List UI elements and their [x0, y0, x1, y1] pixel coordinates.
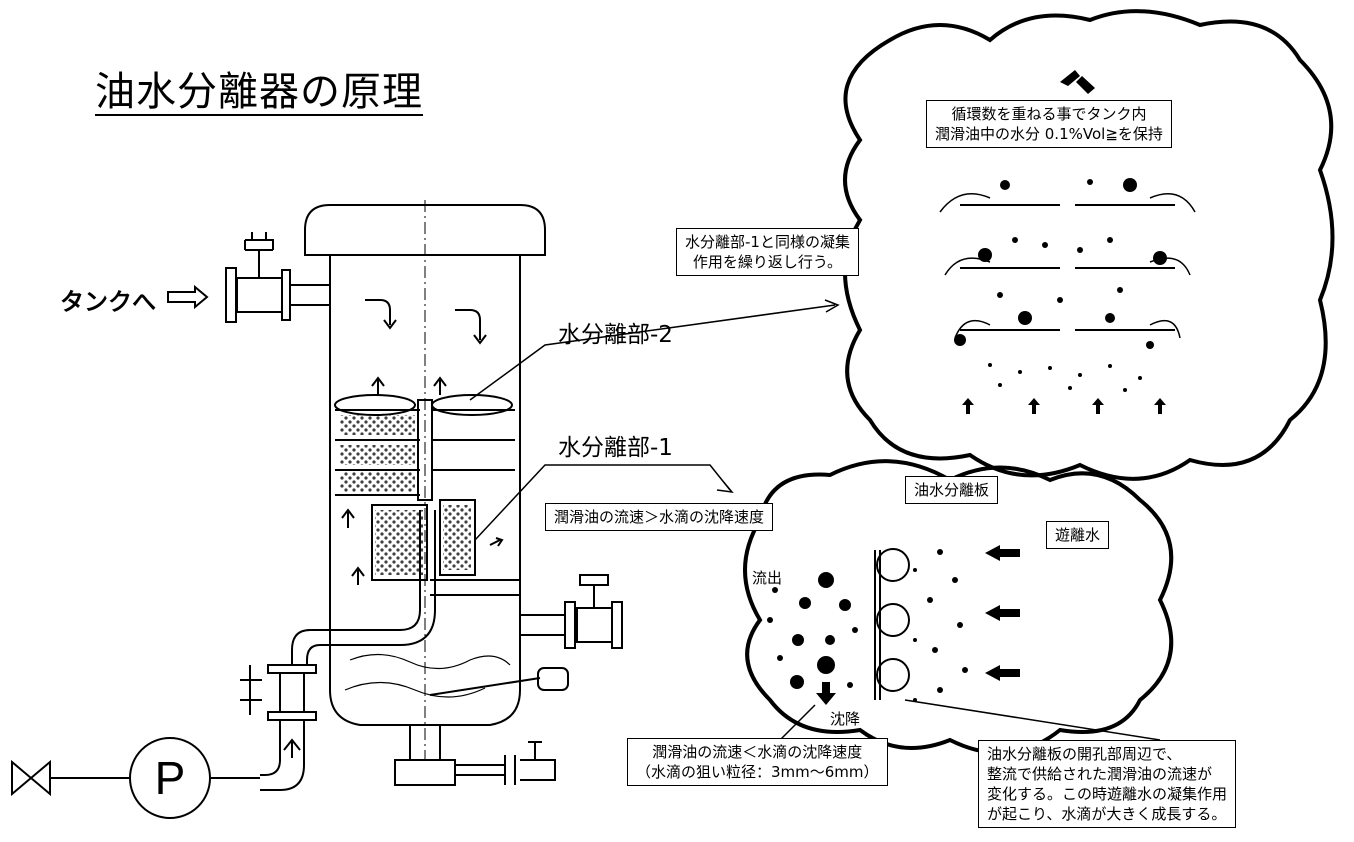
upper-curve-arrows	[939, 193, 1196, 339]
upper-up-arrow-2	[1028, 398, 1040, 414]
section-media	[340, 415, 471, 575]
free-water-arrow-2	[985, 605, 1020, 621]
upper-droplets	[954, 178, 1167, 392]
upper-cloud-note-box: 循環数を重ねる事でタンク内 潤滑油中の水分 0.1%Vol≧を保持	[926, 100, 1172, 148]
note-box: 油水分離板の開孔部周辺で、 整流で供給された潤滑油の流速が 変化する。この時遊離…	[978, 740, 1237, 828]
free-water-arrow-3	[985, 665, 1020, 681]
leader-note	[904, 699, 1161, 741]
left-drain-valve	[240, 665, 262, 715]
inlet-pipe	[291, 510, 436, 665]
bottom-nozzle	[394, 725, 456, 786]
up-arrow-2	[433, 376, 447, 395]
section1-label: 水分離部-1	[558, 435, 673, 461]
up-arrow-3	[341, 508, 355, 528]
section1-floor	[430, 579, 520, 596]
to-tank-arrow	[167, 284, 209, 310]
vessel-shell	[329, 255, 521, 726]
up-arrow-1	[371, 376, 385, 395]
float-body	[537, 667, 569, 691]
lower-droplets	[767, 549, 968, 702]
outlet-valve-body	[236, 277, 283, 313]
inlet-flange-upper	[267, 664, 317, 674]
repeat-note-box: 水分離部-1と同様の凝集 作用を繰り返し行う。	[676, 228, 859, 276]
side-outlet-pipe	[520, 614, 565, 636]
inlet-flange-lower	[267, 711, 317, 721]
internal-arrow-right	[455, 309, 487, 345]
to-tank-label: タンクへ	[60, 288, 156, 316]
settle-label: 沈降	[830, 710, 861, 728]
internal-arrow-left	[365, 299, 397, 330]
upper-up-arrow-1	[962, 398, 974, 414]
outlet-flange-right	[281, 269, 291, 321]
pump-label: P	[155, 752, 186, 804]
cloud-top-symbol-icon	[1060, 70, 1095, 94]
leader-section2	[469, 299, 840, 401]
vessel-top-cap	[304, 204, 546, 256]
bottom-drain	[455, 741, 556, 785]
inlet-up-arrow	[283, 738, 301, 758]
liquid-swirl	[344, 653, 511, 698]
flow-fast-box: 潤滑油の流速＞水滴の沈降速度	[545, 503, 774, 531]
page-title: 油水分離器の原理	[95, 69, 423, 116]
outflow-label: 流出	[752, 569, 783, 587]
settle-arrow	[816, 682, 836, 705]
flow-slow-box: 潤滑油の流速＜水滴の沈降速度 （水滴の狙い粒径：3mm～6mm）	[627, 738, 888, 786]
up-arrow-5	[489, 537, 504, 547]
outlet-flange-left	[225, 267, 237, 323]
inlet-elbow	[260, 720, 305, 791]
section1-right-block	[439, 499, 476, 576]
float-rod	[429, 677, 541, 696]
up-arrow-4	[351, 566, 365, 585]
inlet-valve-icon	[11, 759, 51, 797]
pump-circle	[129, 737, 211, 819]
free-water-label-box: 遊離水	[1046, 521, 1110, 549]
center-tube	[417, 399, 433, 501]
section2-stack	[335, 409, 515, 496]
outlet-pipe	[290, 284, 330, 306]
upper-up-arrow-3	[1092, 398, 1104, 414]
free-water-arrow-1	[985, 545, 1020, 561]
upper-cloud	[843, 9, 1335, 481]
section2-label: 水分離部-2	[558, 322, 673, 348]
upper-up-arrow-4	[1154, 398, 1166, 414]
plate-label-box: 油水分離板	[905, 476, 999, 504]
outlet-valve-stem	[244, 239, 274, 278]
section1-left-block	[371, 504, 428, 581]
leader-section1	[474, 464, 734, 541]
